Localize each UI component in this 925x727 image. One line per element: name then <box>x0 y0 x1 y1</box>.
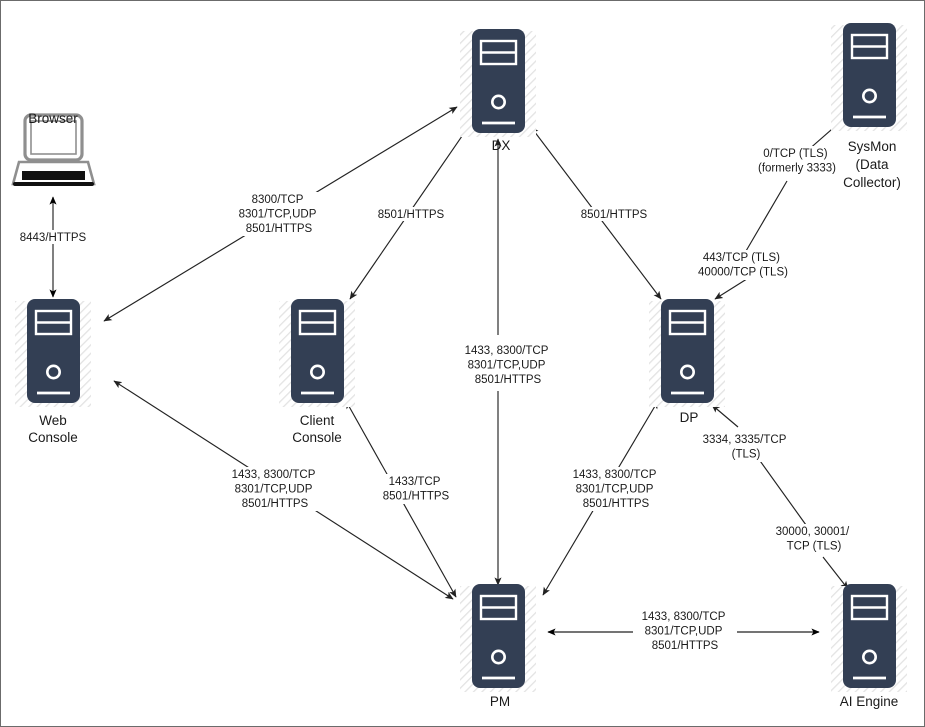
edge-dp-sysmon-lower <box>714 276 751 300</box>
server-power-icon <box>861 649 877 665</box>
server-power-icon <box>861 88 877 104</box>
server-power-icon <box>309 364 325 380</box>
node-label-dp: DP <box>680 410 699 425</box>
edge-label-dx-dp: 8501/HTTPS <box>581 209 648 221</box>
node-dp[interactable] <box>649 299 725 407</box>
node-dx[interactable] <box>460 29 536 137</box>
node-web-console[interactable] <box>15 299 91 407</box>
server-body <box>472 29 525 133</box>
edge-label-web-console-dx: 8300/TCP 8301/TCP,UDP 8501/HTTPS <box>239 194 320 235</box>
edges-layer <box>49 106 849 636</box>
edge-label-web-console-pm: 1433, 8300/TCP 8301/TCP,UDP 8501/HTTPS <box>232 469 319 510</box>
laptop-screen <box>30 120 77 155</box>
server-power-icon <box>490 649 506 665</box>
edge-dp-ai-engine-upper <box>711 404 739 428</box>
edge-label-pm-ai-engine: 1433, 8300/TCP 8301/TCP,UDP 8501/HTTPS <box>642 611 729 652</box>
node-label-ai-engine: AI Engine <box>840 694 899 709</box>
edge-label-dx-pm: 1433, 8300/TCP 8301/TCP,UDP 8501/HTTPS <box>465 345 552 386</box>
node-label-dx: DX <box>492 138 511 153</box>
edge-dp-ai-engine-mid <box>757 457 807 526</box>
server-body <box>27 299 80 403</box>
laptop-foot <box>13 182 94 186</box>
edge-dp-ai-engine-lower <box>822 556 849 590</box>
edge-labels-layer: 8443/HTTPS 8300/TCP 8301/TCP,UDP 8501/HT… <box>14 146 863 653</box>
server-power-icon <box>45 364 61 380</box>
server-body <box>291 299 344 403</box>
edge-label-client-console-pm: 1433/TCP 8501/HTTPS <box>383 476 450 503</box>
edge-label-dp-ai-engine-lower: 30000, 30001/ TCP (TLS) <box>776 526 853 553</box>
server-body <box>472 584 525 688</box>
node-client-console[interactable] <box>279 299 355 407</box>
laptop-keyboard <box>22 171 85 180</box>
edge-label-dx-client-console: 8501/HTTPS <box>378 209 445 221</box>
edge-label-browser-web-console: 8443/HTTPS <box>20 232 87 244</box>
edge-label-dp-sysmon-lower: 443/TCP (TLS) 40000/TCP (TLS) <box>698 252 788 279</box>
server-body <box>661 299 714 403</box>
node-label-browser: Browser <box>28 111 78 126</box>
node-browser[interactable] <box>11 113 96 186</box>
node-label-pm: PM <box>490 694 510 709</box>
node-pm[interactable] <box>460 584 536 692</box>
server-power-icon <box>490 94 506 110</box>
node-ai-engine[interactable] <box>831 584 907 692</box>
node-sysmon[interactable] <box>831 23 907 131</box>
edge-label-dp-pm: 1433, 8300/TCP 8301/TCP,UDP 8501/HTTPS <box>573 469 660 510</box>
edge-label-dp-ai-engine-upper: 3334, 3335/TCP (TLS) <box>703 434 790 461</box>
nodes-layer <box>11 23 907 692</box>
server-body <box>843 23 896 127</box>
edge-dp-sysmon-mid <box>745 180 788 252</box>
edge-label-dp-sysmon-upper: 0/TCP (TLS) (formerly 3333) <box>758 148 836 175</box>
server-power-icon <box>679 364 695 380</box>
server-body <box>843 584 896 688</box>
